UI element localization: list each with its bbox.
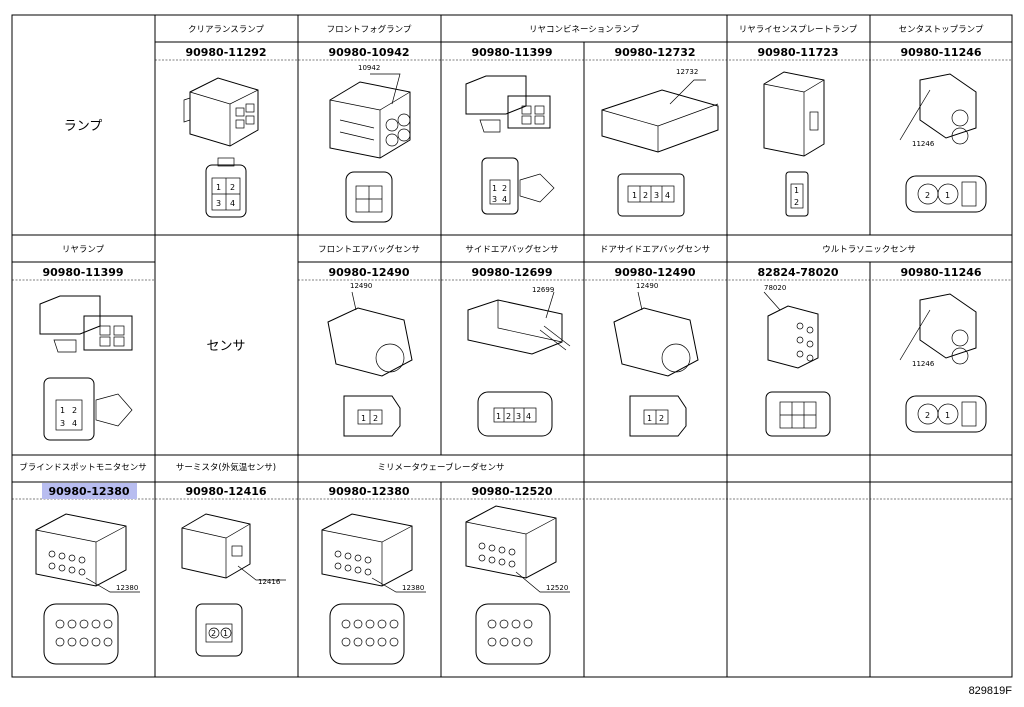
header-side-airbag-sensor: サイドエアバッグセンサ: [465, 244, 558, 255]
pin-number: 3: [516, 412, 521, 421]
reference-number: 829819F: [968, 685, 1012, 697]
pin-number: 3: [654, 191, 659, 200]
header-ultrasonic-sensor: ウルトラソニックセンサ: [822, 245, 916, 255]
part-number[interactable]: 90980-11292: [185, 46, 266, 59]
pin-number: 2: [643, 191, 648, 200]
header-thermistor: サーミスタ(外気温センサ): [176, 462, 276, 473]
pin-number: 3: [60, 419, 65, 428]
part-number[interactable]: 82824-78020: [757, 266, 838, 279]
category-lamp: ランプ: [64, 119, 103, 134]
connector-drawing: [181, 513, 286, 657]
connector-code: 12416: [258, 578, 281, 586]
connector-drawing: [899, 293, 987, 433]
connector-drawing: [601, 79, 719, 217]
part-number[interactable]: 90980-11723: [757, 46, 838, 59]
connector-code: 12520: [546, 584, 568, 592]
header-door-side-airbag-sensor: ドアサイドエアバッグセンサ: [600, 244, 710, 255]
pin-number: 2: [72, 406, 77, 415]
connector-drawing: [899, 73, 987, 213]
header-rear-combination-lamp: リヤコンビネーションランプ: [529, 25, 640, 35]
header-license-plate-lamp: リヤライセンスプレートランプ: [739, 25, 858, 35]
connector-drawing: [183, 77, 259, 218]
part-number[interactable]: 90980-11399: [42, 266, 123, 279]
part-number-selected[interactable]: 90980-12380: [48, 485, 129, 498]
part-number[interactable]: 90980-12416: [185, 485, 266, 498]
header-front-airbag-sensor: フロントエアバッグセンサ: [318, 244, 420, 255]
pin-number: 1: [945, 411, 950, 420]
pin-number: 4: [230, 199, 235, 208]
connector-drawing: [763, 71, 825, 217]
connector-code: 10942: [358, 64, 380, 72]
pin-number: 2: [659, 414, 664, 423]
connector-drawing: [613, 291, 699, 437]
selected-part-highlight: [42, 483, 137, 499]
pin-number: 2: [502, 184, 507, 193]
pin-number: 1: [492, 184, 497, 193]
pin-number: 2: [211, 629, 216, 638]
connector-code: 12490: [636, 282, 658, 290]
table-grid: [11, 14, 1013, 678]
category-sensor: センサ: [206, 339, 245, 354]
header-rear-lamp: リヤランプ: [62, 245, 105, 255]
pin-number: 1: [223, 629, 228, 638]
part-number[interactable]: 90980-10942: [328, 46, 409, 59]
part-number[interactable]: 90980-12490: [614, 266, 695, 279]
connector-drawing: [321, 513, 426, 665]
pin-number: 2: [925, 411, 930, 420]
connector-code: 78020: [764, 284, 786, 292]
part-number[interactable]: 90980-11246: [900, 46, 981, 59]
connector-drawing: [465, 75, 555, 215]
part-number[interactable]: 90980-12699: [471, 266, 552, 279]
connector-code: 11246: [912, 360, 935, 368]
pin-number: 1: [60, 406, 65, 415]
connector-drawing: [327, 291, 413, 437]
connector-code: 12380: [402, 584, 424, 592]
header-clearance-lamp: クリアランスランプ: [188, 25, 265, 35]
connector-drawing: [763, 291, 831, 437]
part-number[interactable]: 90980-12520: [471, 485, 552, 498]
part-number[interactable]: 90980-12380: [328, 485, 409, 498]
part-number[interactable]: 90980-11246: [900, 266, 981, 279]
pin-number: 4: [665, 191, 670, 200]
header-front-fog-lamp: フロントフォグランプ: [327, 24, 412, 35]
pin-number: 3: [216, 199, 221, 208]
pin-number: 4: [72, 419, 77, 428]
connector-code: 12380: [116, 584, 138, 592]
pin-number: 1: [632, 191, 637, 200]
header-millimeter-wave-radar-sensor: ミリメータウェーブレーダセンサ: [378, 462, 505, 473]
pin-number: 2: [794, 198, 799, 207]
pin-number: 3: [492, 195, 497, 204]
pin-number: 1: [647, 414, 652, 423]
connector-drawing: [329, 73, 411, 223]
part-number[interactable]: 90980-11399: [471, 46, 552, 59]
pin-number: 1: [361, 414, 366, 423]
part-number[interactable]: 90980-12490: [328, 266, 409, 279]
pin-number: 2: [373, 414, 378, 423]
pin-number: 1: [496, 412, 501, 421]
pin-number: 2: [230, 183, 235, 192]
connector-code: 12699: [532, 286, 554, 294]
connector-drawing: [39, 295, 133, 441]
pin-number: 4: [526, 412, 531, 421]
part-number[interactable]: 90980-12732: [614, 46, 695, 59]
pin-number: 1: [794, 186, 799, 195]
header-blind-spot-monitor-sensor: ブラインドスポットモニタセンサ: [19, 462, 147, 473]
pin-number: 4: [502, 195, 507, 204]
pin-number: 1: [945, 191, 950, 200]
connector-drawing: [35, 513, 140, 665]
pin-number: 1: [216, 183, 221, 192]
connector-code: 11246: [912, 140, 935, 148]
connector-drawing: [465, 505, 570, 665]
connector-drawing: [467, 291, 571, 437]
connector-code: 12490: [350, 282, 372, 290]
pin-number: 2: [506, 412, 511, 421]
connector-code: 12732: [676, 68, 698, 76]
pin-number: 2: [925, 191, 930, 200]
header-center-stop-lamp: センタストップランプ: [899, 25, 984, 35]
